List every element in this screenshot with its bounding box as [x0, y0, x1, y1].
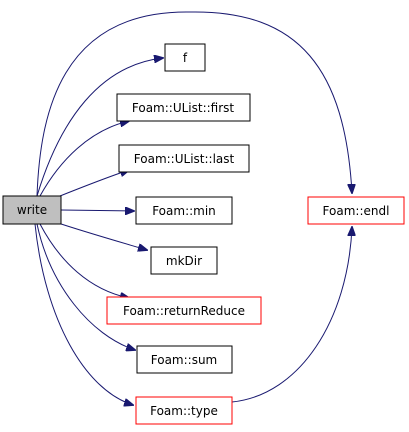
- edge-write-to-type: [34, 223, 133, 405]
- node-foam-min[interactable]: Foam::min: [135, 196, 233, 225]
- node-ulist-first[interactable]: Foam::UList::first: [116, 93, 251, 122]
- edge-write-to-min: [60, 210, 134, 211]
- node-foam-returnreduce[interactable]: Foam::returnReduce: [106, 296, 262, 325]
- edge-write-to-last: [54, 170, 129, 199]
- node-label: Foam::UList::first: [132, 101, 235, 115]
- edge-write-to-first: [39, 121, 129, 197]
- edge-type-to-endl: [231, 227, 352, 403]
- node-label: write: [17, 203, 47, 217]
- node-label: Foam::UList::last: [134, 152, 235, 166]
- node-label: Foam::returnReduce: [123, 304, 245, 318]
- node-label: Foam::sum: [151, 353, 218, 367]
- node-mkdir[interactable]: mkDir: [150, 246, 218, 275]
- node-foam-endl[interactable]: Foam::endl: [307, 196, 405, 225]
- node-label: Foam::min: [152, 204, 216, 218]
- edge-write-to-returnreduce: [39, 223, 129, 298]
- edge-write-to-sum: [36, 223, 135, 350]
- node-write[interactable]: write: [2, 195, 62, 225]
- edge-write-to-mkdir: [54, 221, 147, 250]
- node-label: Foam::endl: [323, 204, 390, 218]
- edge-write-to-f: [36, 58, 163, 197]
- node-label: f: [183, 51, 188, 65]
- edge-write-to-endl: [36, 11, 352, 197]
- nodes: write f Foam::UList::first Foam::UList::…: [2, 43, 405, 425]
- edges: [34, 11, 352, 405]
- node-ulist-last[interactable]: Foam::UList::last: [118, 144, 250, 173]
- node-label: mkDir: [166, 254, 202, 268]
- node-foam-type[interactable]: Foam::type: [135, 396, 233, 425]
- node-f[interactable]: f: [164, 43, 206, 72]
- node-label: Foam::type: [150, 404, 218, 418]
- node-foam-sum[interactable]: Foam::sum: [136, 345, 233, 374]
